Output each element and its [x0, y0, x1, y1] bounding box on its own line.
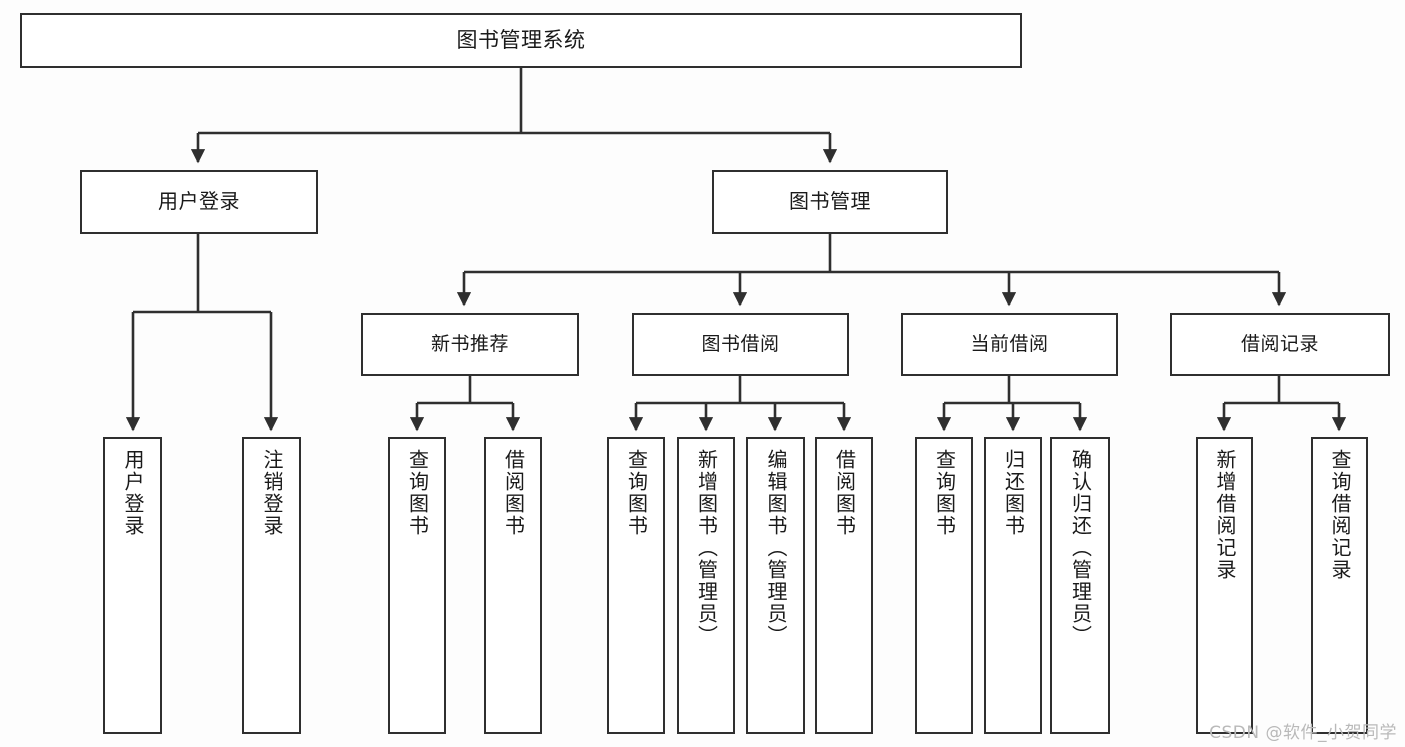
leaf-edit-book-admin[interactable]: 编辑图书（管理员） [746, 437, 805, 734]
node-label: 借阅记录 [1240, 333, 1319, 356]
node-label: 查询借阅记录 [1328, 449, 1352, 581]
node-label: 查询图书 [405, 449, 430, 537]
node-new-book-recommend[interactable]: 新书推荐 [361, 313, 579, 376]
node-label: 查询图书 [932, 449, 957, 537]
node-label: 新书推荐 [430, 333, 509, 356]
node-label: 确认归还（管理员） [1068, 449, 1093, 647]
leaf-query-book-current[interactable]: 查询图书 [915, 437, 973, 734]
leaf-user-login[interactable]: 用户登录 [103, 437, 162, 734]
leaf-add-borrow-record[interactable]: 新增借阅记录 [1196, 437, 1253, 734]
node-label: 图书借阅 [701, 333, 780, 356]
node-current-borrow[interactable]: 当前借阅 [901, 313, 1118, 376]
node-user-login[interactable]: 用户登录 [80, 170, 318, 234]
leaf-query-book-recommend[interactable]: 查询图书 [388, 437, 446, 734]
node-book-borrow[interactable]: 图书借阅 [632, 313, 849, 376]
csdn-watermark: CSDN @软件_小贺同学 [1209, 723, 1397, 743]
node-label: 编辑图书（管理员） [764, 449, 788, 647]
leaf-query-book-borrow[interactable]: 查询图书 [607, 437, 665, 734]
node-label: 查询图书 [624, 449, 649, 537]
node-label: 注销登录 [260, 449, 284, 537]
leaf-add-book-admin[interactable]: 新增图书（管理员） [677, 437, 735, 734]
leaf-borrow-book-recommend[interactable]: 借阅图书 [484, 437, 542, 734]
leaf-confirm-return-admin[interactable]: 确认归还（管理员） [1050, 437, 1110, 734]
node-label: 当前借阅 [970, 333, 1049, 356]
node-label: 用户登录 [121, 449, 145, 537]
node-label: 归还图书 [1001, 449, 1026, 537]
node-label: 用户登录 [158, 189, 240, 214]
node-root-system[interactable]: 图书管理系统 [20, 13, 1022, 68]
leaf-logout-login[interactable]: 注销登录 [242, 437, 301, 734]
node-label: 借阅图书 [501, 449, 526, 537]
node-book-management[interactable]: 图书管理 [712, 170, 948, 234]
node-label: 新增图书（管理员） [694, 449, 719, 647]
leaf-query-borrow-record[interactable]: 查询借阅记录 [1311, 437, 1368, 734]
node-borrow-record[interactable]: 借阅记录 [1170, 313, 1390, 376]
node-label: 借阅图书 [832, 449, 857, 537]
node-label: 图书管理 [789, 189, 871, 214]
node-label: 图书管理系统 [456, 28, 586, 53]
leaf-borrow-book-borrow[interactable]: 借阅图书 [815, 437, 873, 734]
node-label: 新增借阅记录 [1213, 449, 1237, 581]
leaf-return-book[interactable]: 归还图书 [984, 437, 1042, 734]
